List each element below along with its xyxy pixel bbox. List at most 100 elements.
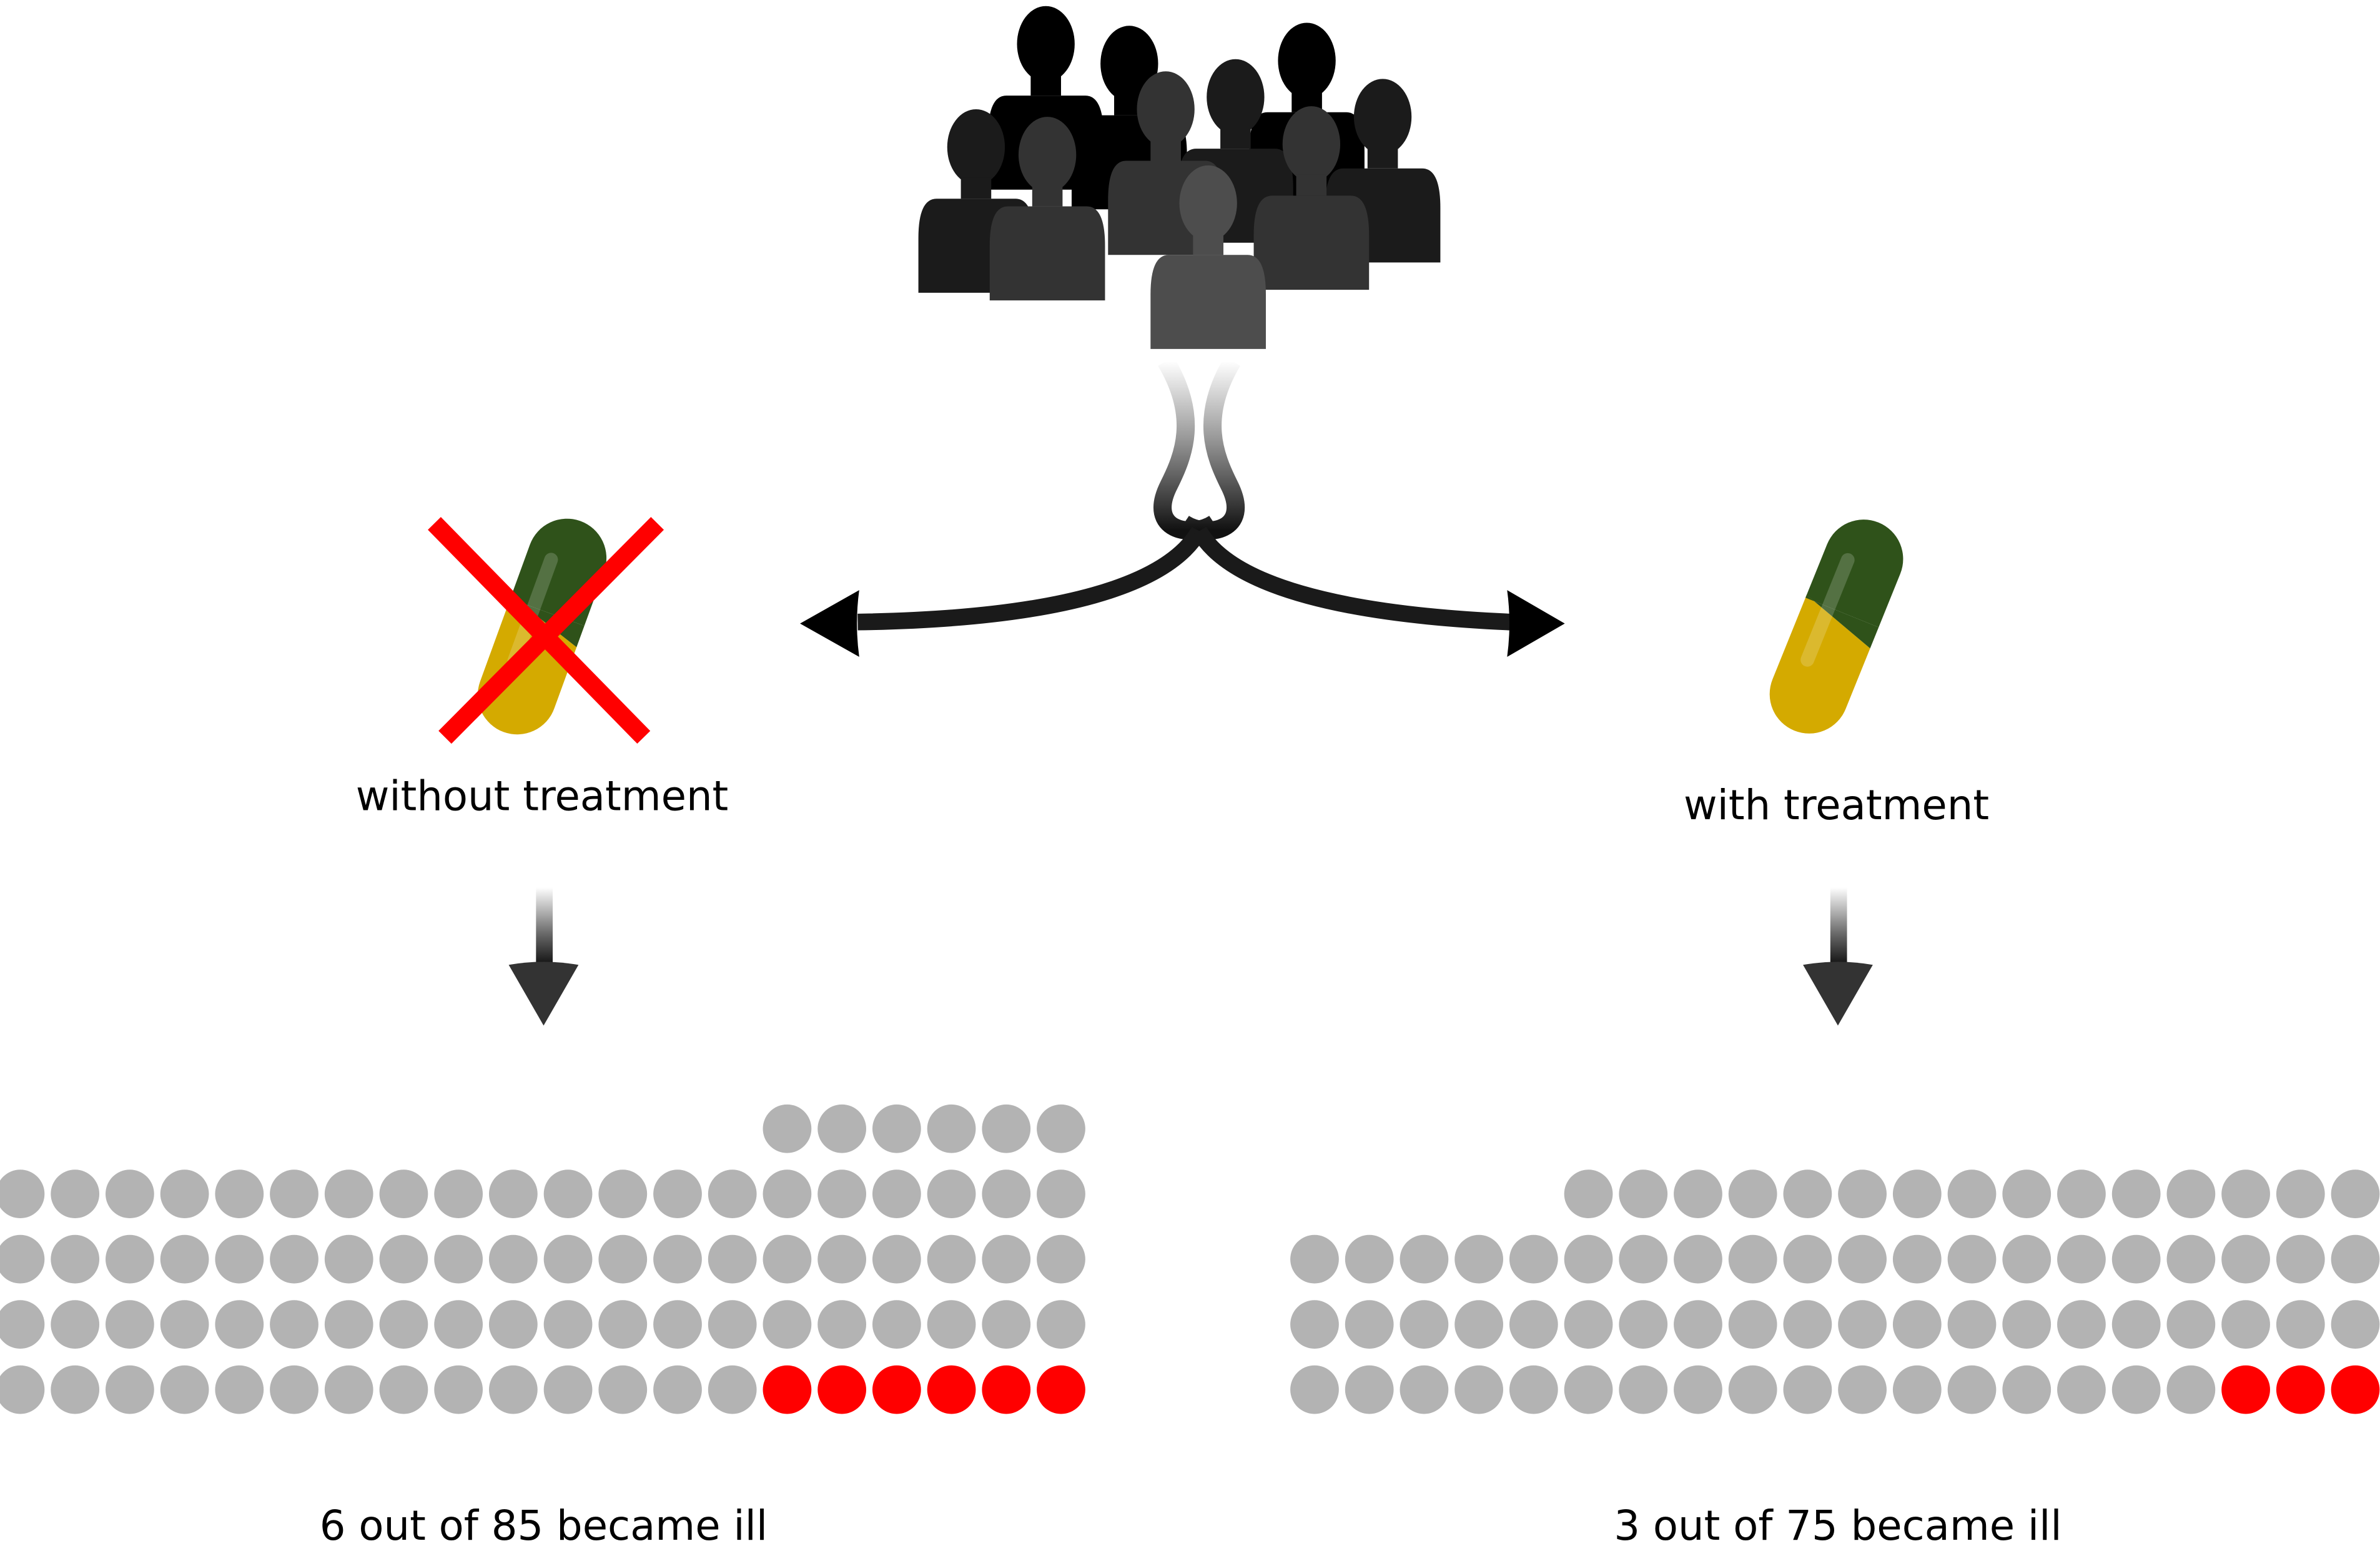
- down-arrow-icon: [508, 887, 579, 1026]
- healthy-person-dot: [763, 1234, 812, 1284]
- healthy-person-dot: [1783, 1300, 1832, 1349]
- healthy-person-dot: [1783, 1169, 1832, 1219]
- healthy-person-dot: [763, 1300, 812, 1349]
- healthy-person-dot: [1290, 1365, 1339, 1414]
- healthy-person-dot: [51, 1234, 100, 1284]
- healthy-person-dot: [1037, 1234, 1085, 1284]
- healthy-person-dot: [817, 1104, 867, 1153]
- treatment-result-label: 3 out of 75 became ill: [1614, 1502, 2062, 1543]
- healthy-person-dot: [270, 1169, 318, 1219]
- healthy-person-dot: [1037, 1300, 1085, 1349]
- healthy-person-dot: [1454, 1300, 1503, 1349]
- healthy-person-dot: [2276, 1169, 2325, 1219]
- healthy-person-dot: [0, 1234, 45, 1284]
- healthy-person-dot: [598, 1365, 648, 1414]
- healthy-person-dot: [488, 1365, 538, 1414]
- healthy-person-dot: [1838, 1234, 1887, 1284]
- healthy-person-dot: [324, 1365, 373, 1414]
- healthy-person-dot: [488, 1169, 538, 1219]
- healthy-person-dot: [1564, 1169, 1613, 1219]
- capsule-icon: [1757, 508, 1915, 746]
- healthy-person-dot: [2166, 1300, 2216, 1349]
- healthy-person-dot: [1892, 1234, 1942, 1284]
- healthy-person-dot: [817, 1300, 867, 1349]
- healthy-person-dot: [1728, 1169, 1777, 1219]
- healthy-person-dot: [598, 1169, 648, 1219]
- healthy-person-dot: [488, 1300, 538, 1349]
- healthy-person-dot: [927, 1234, 976, 1284]
- healthy-person-dot: [708, 1234, 757, 1284]
- healthy-person-dot: [1947, 1169, 1997, 1219]
- healthy-person-dot: [1674, 1234, 1722, 1284]
- randomization-split-arrow-icon: [800, 356, 1565, 657]
- healthy-person-dot: [2057, 1169, 2106, 1219]
- healthy-person-dot: [434, 1365, 483, 1414]
- healthy-person-dot: [270, 1300, 318, 1349]
- ill-person-dot: [763, 1365, 812, 1414]
- healthy-person-dot: [2057, 1234, 2106, 1284]
- healthy-person-dot: [324, 1300, 373, 1349]
- healthy-person-dot: [653, 1234, 702, 1284]
- healthy-person-dot: [2002, 1300, 2052, 1349]
- arrowhead-left-icon: [800, 590, 859, 657]
- control-result-label: 6 out of 85 became ill: [320, 1502, 768, 1543]
- healthy-person-dot: [1892, 1300, 1942, 1349]
- healthy-person-dot: [598, 1300, 648, 1349]
- healthy-person-dot: [215, 1365, 264, 1414]
- healthy-person-dot: [434, 1169, 483, 1219]
- healthy-person-dot: [105, 1234, 154, 1284]
- healthy-person-dot: [105, 1169, 154, 1219]
- healthy-person-dot: [2221, 1234, 2270, 1284]
- healthy-person-dot: [1674, 1365, 1722, 1414]
- healthy-person-dot: [2276, 1234, 2325, 1284]
- healthy-person-dot: [2002, 1234, 2052, 1284]
- healthy-person-dot: [1564, 1234, 1613, 1284]
- healthy-person-dot: [270, 1234, 318, 1284]
- healthy-person-dot: [2331, 1169, 2380, 1219]
- healthy-person-dot: [708, 1365, 757, 1414]
- healthy-person-dot: [1619, 1169, 1668, 1219]
- healthy-person-dot: [543, 1234, 593, 1284]
- healthy-person-dot: [434, 1300, 483, 1349]
- healthy-person-dot: [598, 1234, 648, 1284]
- healthy-person-dot: [872, 1234, 921, 1284]
- healthy-person-dot: [817, 1234, 867, 1284]
- crossed-out-capsule-icon: [428, 507, 664, 746]
- healthy-person-dot: [1400, 1365, 1449, 1414]
- healthy-person-dot: [982, 1300, 1031, 1349]
- healthy-person-dot: [1674, 1300, 1722, 1349]
- healthy-person-dot: [379, 1365, 428, 1414]
- healthy-person-dot: [1838, 1300, 1887, 1349]
- healthy-person-dot: [1400, 1300, 1449, 1349]
- healthy-person-dot: [2166, 1234, 2216, 1284]
- healthy-person-dot: [0, 1300, 45, 1349]
- healthy-person-dot: [1564, 1300, 1613, 1349]
- healthy-person-dot: [763, 1104, 812, 1153]
- healthy-person-dot: [160, 1234, 209, 1284]
- healthy-person-dot: [51, 1300, 100, 1349]
- healthy-person-dot: [434, 1234, 483, 1284]
- healthy-person-dot: [1037, 1169, 1085, 1219]
- healthy-person-dot: [2331, 1300, 2380, 1349]
- healthy-person-dot: [379, 1300, 428, 1349]
- healthy-person-dot: [982, 1169, 1031, 1219]
- ill-person-dot: [1037, 1365, 1085, 1414]
- healthy-person-dot: [2111, 1365, 2161, 1414]
- healthy-person-dot: [2057, 1365, 2106, 1414]
- healthy-person-dot: [215, 1300, 264, 1349]
- healthy-person-dot: [2166, 1365, 2216, 1414]
- healthy-person-dot: [160, 1365, 209, 1414]
- healthy-person-dot: [0, 1169, 45, 1219]
- healthy-person-dot: [1838, 1169, 1887, 1219]
- healthy-person-dot: [1454, 1365, 1503, 1414]
- healthy-person-dot: [1947, 1234, 1997, 1284]
- healthy-person-dot: [1728, 1234, 1777, 1284]
- healthy-person-dot: [488, 1234, 538, 1284]
- healthy-person-dot: [1783, 1365, 1832, 1414]
- healthy-person-dot: [105, 1365, 154, 1414]
- ill-person-dot: [872, 1365, 921, 1414]
- healthy-person-dot: [1345, 1365, 1394, 1414]
- healthy-person-dot: [1564, 1365, 1613, 1414]
- healthy-person-dot: [1674, 1169, 1722, 1219]
